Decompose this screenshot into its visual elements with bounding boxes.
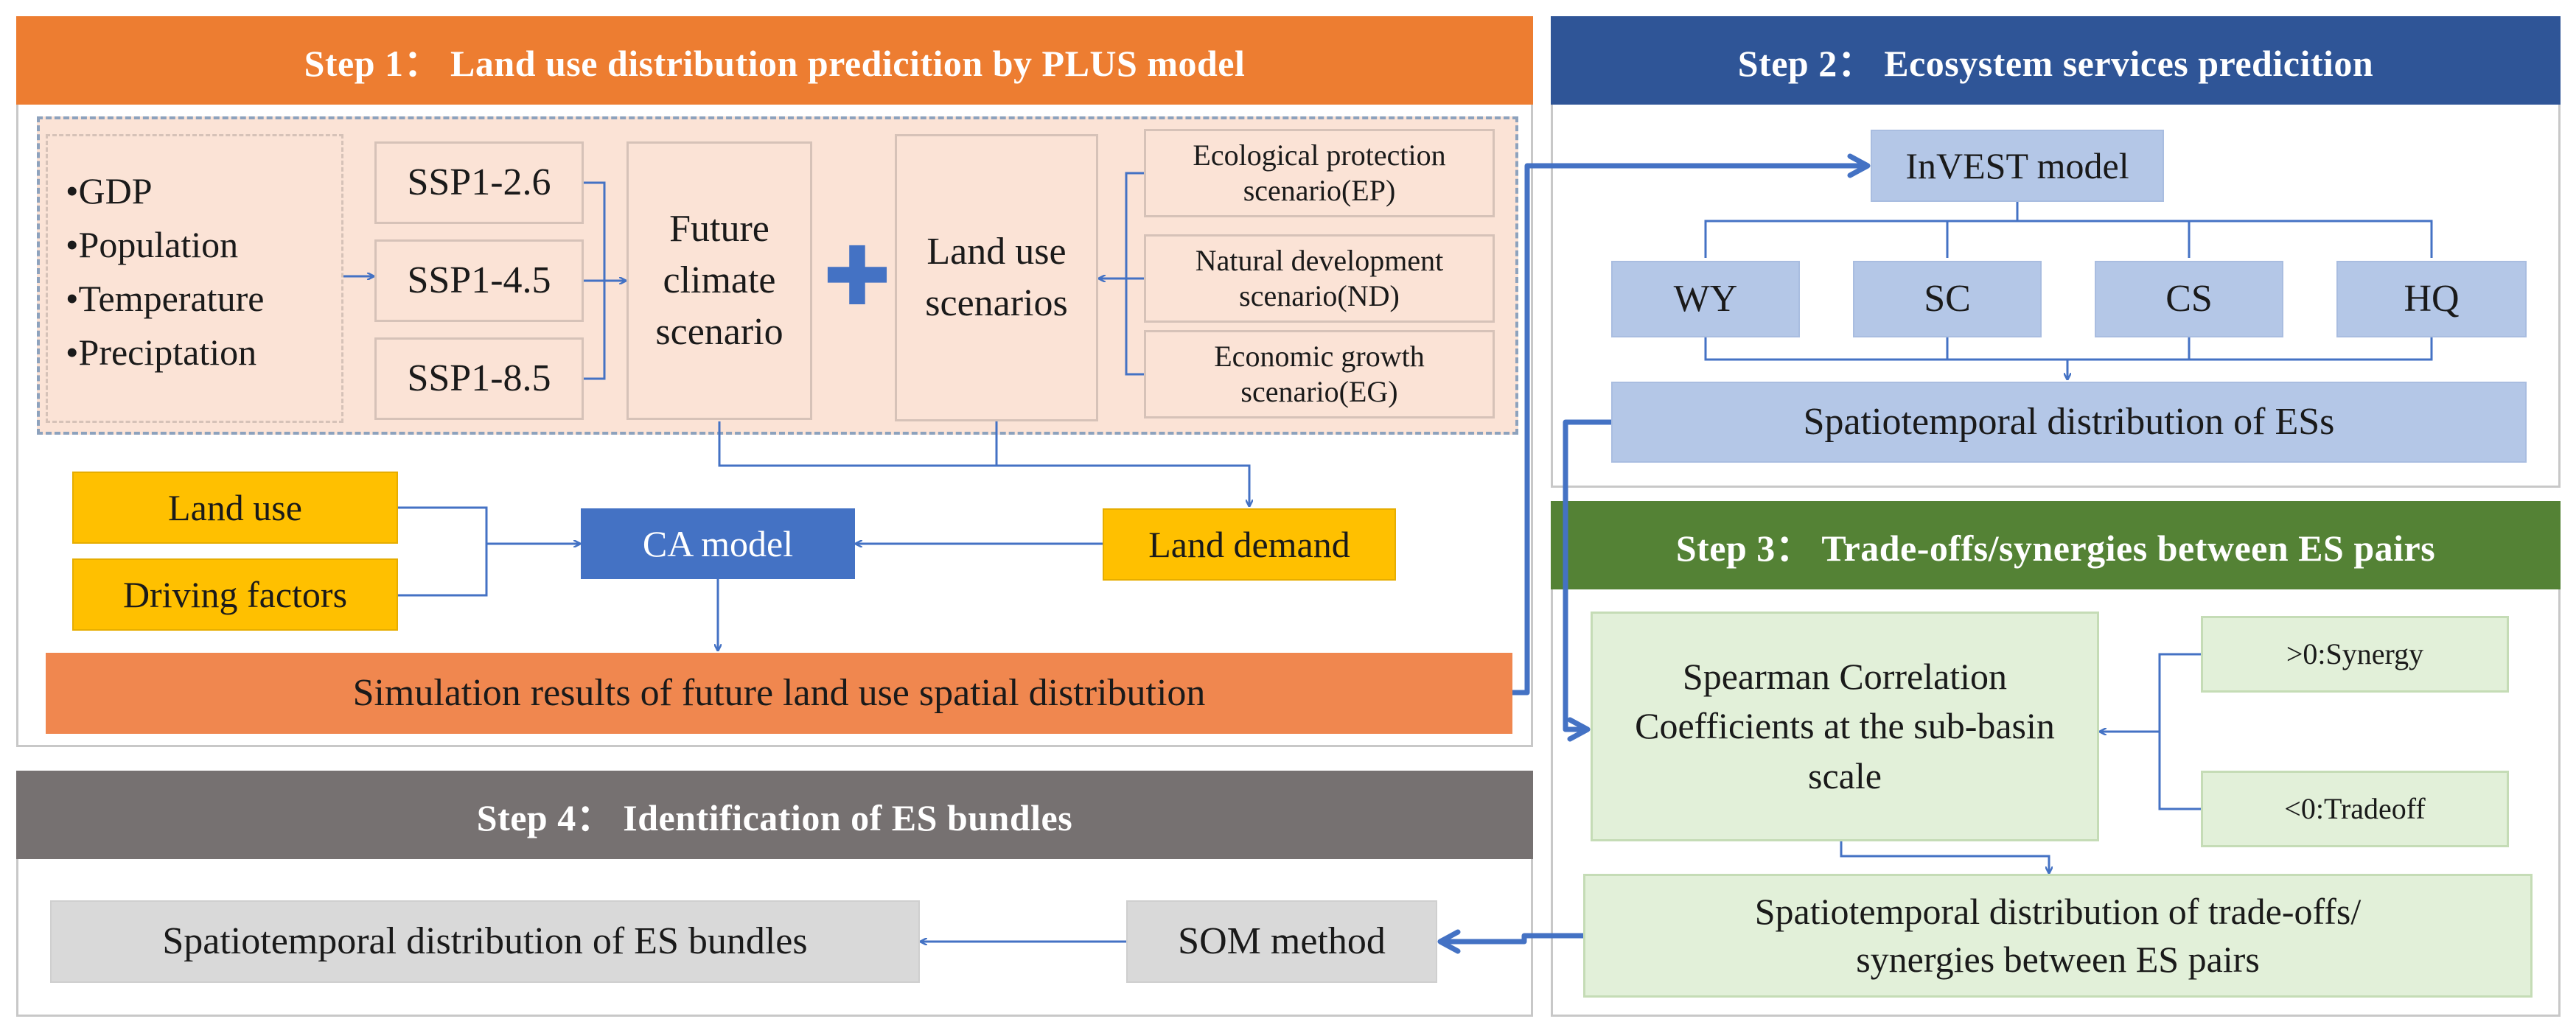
service-wy: WY: [1611, 261, 1800, 337]
scenario-nd: Natural development scenario(ND): [1144, 234, 1495, 323]
tradeoff-box: <0:Tradeoff: [2201, 771, 2509, 847]
service-sc: SC: [1853, 261, 2042, 337]
plus-icon: ✚: [823, 229, 892, 323]
step3-header: Step 3： Trade-offs/synergies between ES …: [1551, 501, 2561, 589]
synergy-box: >0:Synergy: [2201, 616, 2509, 693]
driver-gdp: •GDP: [66, 170, 153, 211]
som-method-box: SOM method: [1126, 900, 1437, 983]
invest-model-box: InVEST model: [1871, 130, 2164, 202]
scenario-ep: Ecological protection scenario(EP): [1144, 129, 1495, 217]
future-climate-scenario: Future climate scenario: [626, 141, 812, 420]
ssp-box-8-5: SSP1-8.5: [374, 337, 584, 420]
service-hq: HQ: [2336, 261, 2527, 337]
ssp-box-2-6: SSP1-2.6: [374, 141, 584, 224]
driver-population: •Population: [66, 224, 239, 265]
tradeoff-distribution-box: Spatiotemporal distribution of trade-off…: [1583, 874, 2533, 998]
simulation-results-box: Simulation results of future land use sp…: [46, 653, 1512, 734]
es-distribution-box: Spatiotemporal distribution of ESs: [1611, 382, 2527, 463]
scenario-eg: Economic growth scenario(EG): [1144, 330, 1495, 418]
land-use-box: Land use: [72, 472, 398, 544]
driving-factors-box: Driving factors: [72, 558, 398, 631]
step2-header: Step 2： Ecosystem services predicition: [1551, 16, 2561, 105]
es-bundles-distribution-box: Spatiotemporal distribution of ES bundle…: [50, 900, 920, 983]
step4-header: Step 4： Identification of ES bundles: [16, 771, 1533, 859]
driver-temperature: •Temperature: [66, 278, 265, 319]
ca-model-box: CA model: [581, 508, 855, 579]
land-demand-box: Land demand: [1103, 508, 1396, 581]
step1-header: Step 1： Land use distribution predicitio…: [16, 16, 1533, 105]
service-cs: CS: [2095, 261, 2283, 337]
ssp-box-4-5: SSP1-4.5: [374, 239, 584, 322]
spearman-box: Spearman Correlation Coefficients at the…: [1591, 612, 2099, 841]
driver-precipitation: •Preciptation: [66, 332, 257, 373]
drivers-box: •GDP •Population •Temperature •Preciptat…: [46, 134, 343, 423]
land-use-scenarios: Land use scenarios: [895, 134, 1098, 421]
